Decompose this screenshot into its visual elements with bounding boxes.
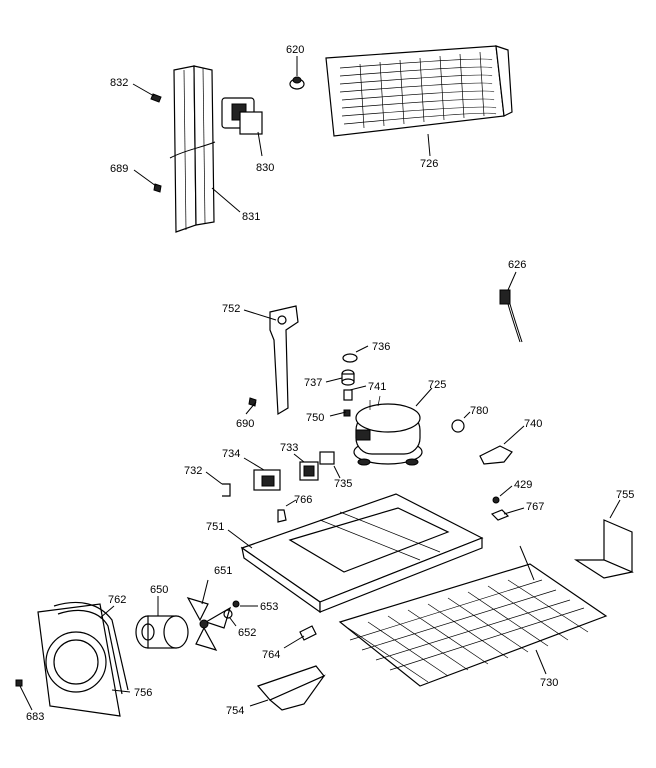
clip-767 [490,509,510,521]
leader-lines [19,56,621,711]
label-737: 737 [304,377,322,389]
label-780: 780 [470,405,488,417]
label-766: 766 [294,494,312,506]
label-752: 752 [222,303,240,315]
sleeve-741 [343,389,353,401]
overload-734 [253,469,281,491]
condenser-726-drawing [325,45,513,137]
drain-pan-754-drawing [256,665,326,711]
label-735: 735 [334,478,352,490]
screw-683 [15,679,23,687]
label-689: 689 [110,163,128,175]
label-725: 725 [428,379,446,391]
label-741: 741 [368,381,386,393]
label-626: 626 [508,259,526,271]
fan-motor-650-drawing [135,615,189,649]
fan-blade-651-drawing [186,597,232,651]
label-732: 732 [184,465,202,477]
label-750: 750 [306,412,324,424]
label-733: 733 [280,442,298,454]
screw-429 [492,496,500,504]
grommet-780 [451,419,465,433]
screw-750 [343,409,351,417]
label-756: 756 [134,687,152,699]
label-730: 730 [540,677,558,689]
label-740: 740 [524,418,542,430]
label-754: 754 [226,705,244,717]
label-751: 751 [206,521,224,533]
bracket-755-drawing [573,519,634,579]
callout-labels: 620 832 830 726 689 831 626 752 736 737 … [26,44,634,723]
label-830: 830 [256,162,274,174]
label-683: 683 [26,711,44,723]
label-736: 736 [372,341,390,353]
channel-831-drawing [169,65,216,233]
label-620: 620 [286,44,304,56]
clip-766 [277,509,287,523]
compressor-725-drawing [353,395,423,466]
fan-shroud-756-drawing [37,603,121,717]
label-652: 652 [238,627,256,639]
label-762: 762 [108,594,126,606]
relay-830-drawing [221,97,263,135]
label-831: 831 [242,211,260,223]
cord-626-drawing [499,289,523,343]
evaporator-coil-730-drawing [338,545,608,687]
label-764: 764 [262,649,280,661]
clip-732 [222,483,231,497]
base-pan-751-drawing [240,493,484,614]
bracket-740-drawing [479,445,513,465]
label-734: 734 [222,448,240,460]
label-767: 767 [526,501,544,513]
bracket-752-drawing [269,305,299,416]
label-755: 755 [616,489,634,501]
nut-653 [232,600,240,608]
cover-735 [319,451,335,465]
grommet-737 [341,369,355,386]
label-651: 651 [214,565,232,577]
label-653: 653 [260,601,278,613]
cap-620-drawing [289,76,305,90]
relay-733 [299,461,319,481]
gasket-762-drawing [53,601,129,695]
label-726: 726 [420,158,438,170]
label-429: 429 [514,479,532,491]
label-690: 690 [236,418,254,430]
grommet-736 [342,353,358,363]
washer-652 [223,609,233,619]
clip-764-drawing [299,625,317,641]
screw-690 [248,397,257,407]
label-832: 832 [110,77,128,89]
label-650: 650 [150,584,168,596]
